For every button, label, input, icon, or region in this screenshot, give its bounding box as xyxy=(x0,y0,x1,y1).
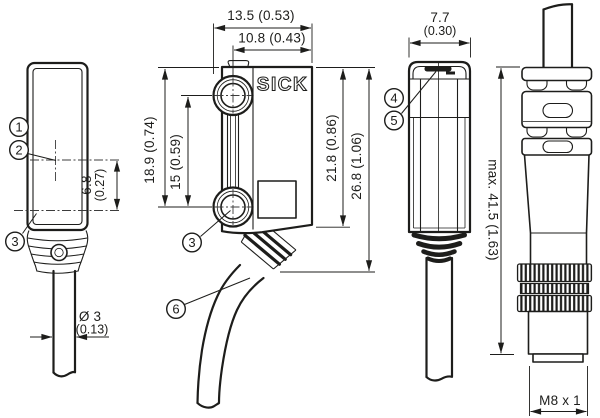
view-side-profile: 6.8 (0.27) Ø 3 (0.13) 1 2 3 xyxy=(4,61,121,378)
top-clip xyxy=(227,60,250,68)
indicator-led-2 xyxy=(446,71,455,75)
dim-total-height: 26.8 (1.06) xyxy=(349,132,364,200)
view-front-optics: SICK 13.5 (0.53) 10.8 (0.43) xyxy=(142,8,375,409)
leader-callout-1-2 xyxy=(27,153,57,161)
leader-callout-6 xyxy=(184,277,251,305)
dim-depth-mm: 7.7 xyxy=(430,10,449,25)
gland-screw xyxy=(50,243,68,262)
dim-width-total: 13.5 (0.53) xyxy=(227,8,295,23)
callout-1-label: 1 xyxy=(15,120,22,135)
dim-height-to-axis: 18.9 (0.74) xyxy=(142,116,157,184)
dim-axis-offset-mm: 6.8 xyxy=(79,175,94,194)
leader-callout-3-side xyxy=(200,210,231,237)
dim-depth-inch: (0.30) xyxy=(424,24,457,38)
callout-5-label: 5 xyxy=(390,113,397,128)
housing-rear xyxy=(407,60,472,234)
callout-3-side xyxy=(181,232,202,253)
dim-connector-thread: M8 x 1 xyxy=(539,393,581,408)
cable-gland-front xyxy=(26,230,89,274)
thread-barrel xyxy=(527,310,589,355)
connector-grip xyxy=(523,154,590,264)
dim-axis-offset-inch: (0.27) xyxy=(93,169,107,202)
callout-5 xyxy=(384,110,405,131)
dim-cable-diameter-inch: (0.13) xyxy=(76,323,109,337)
indicator-led-bar xyxy=(424,66,452,72)
cable-angled xyxy=(196,263,265,409)
housing-outline xyxy=(26,61,89,232)
leader-callout-4-5 xyxy=(401,71,437,114)
housing-inner-line xyxy=(32,67,83,226)
dim-axis-spacing: 15 (0.59) xyxy=(168,134,183,190)
view-rear-profile: 7.7 (0.30) 4 5 xyxy=(384,10,472,382)
callout-6 xyxy=(165,299,186,320)
upper-lens xyxy=(212,74,254,117)
callout-3-front xyxy=(4,231,26,252)
dim-connector-max-length: max. 41.5 (1.63) xyxy=(486,159,501,261)
connector-cable xyxy=(542,3,574,70)
strain-relief-bellows xyxy=(521,66,593,156)
dim-body-height: 21.8 (0.86) xyxy=(324,114,339,182)
dim-width-to-axis: 10.8 (0.43) xyxy=(238,31,306,46)
callout-3-side-label: 3 xyxy=(188,235,195,250)
cable-rear xyxy=(425,256,454,382)
connector-tip xyxy=(532,353,584,363)
cable-front xyxy=(52,269,77,378)
view-connector: max. 41.5 (1.63) M8 x 1 xyxy=(486,3,593,416)
callout-3-front-label: 3 xyxy=(11,234,18,249)
label-window xyxy=(257,180,297,219)
callout-4-label: 4 xyxy=(390,91,397,106)
callout-4 xyxy=(384,87,405,108)
callout-2-label: 2 xyxy=(15,143,22,158)
callout-2 xyxy=(8,139,30,160)
cable-gland-rear xyxy=(411,232,467,263)
dim-cable-diameter-mm: Ø 3 xyxy=(79,309,101,324)
knurled-ring xyxy=(516,263,593,313)
callout-6-label: 6 xyxy=(172,302,179,317)
brand-logo: SICK xyxy=(257,75,308,96)
leader-callout-3-front xyxy=(22,213,37,234)
callout-1 xyxy=(8,116,30,137)
